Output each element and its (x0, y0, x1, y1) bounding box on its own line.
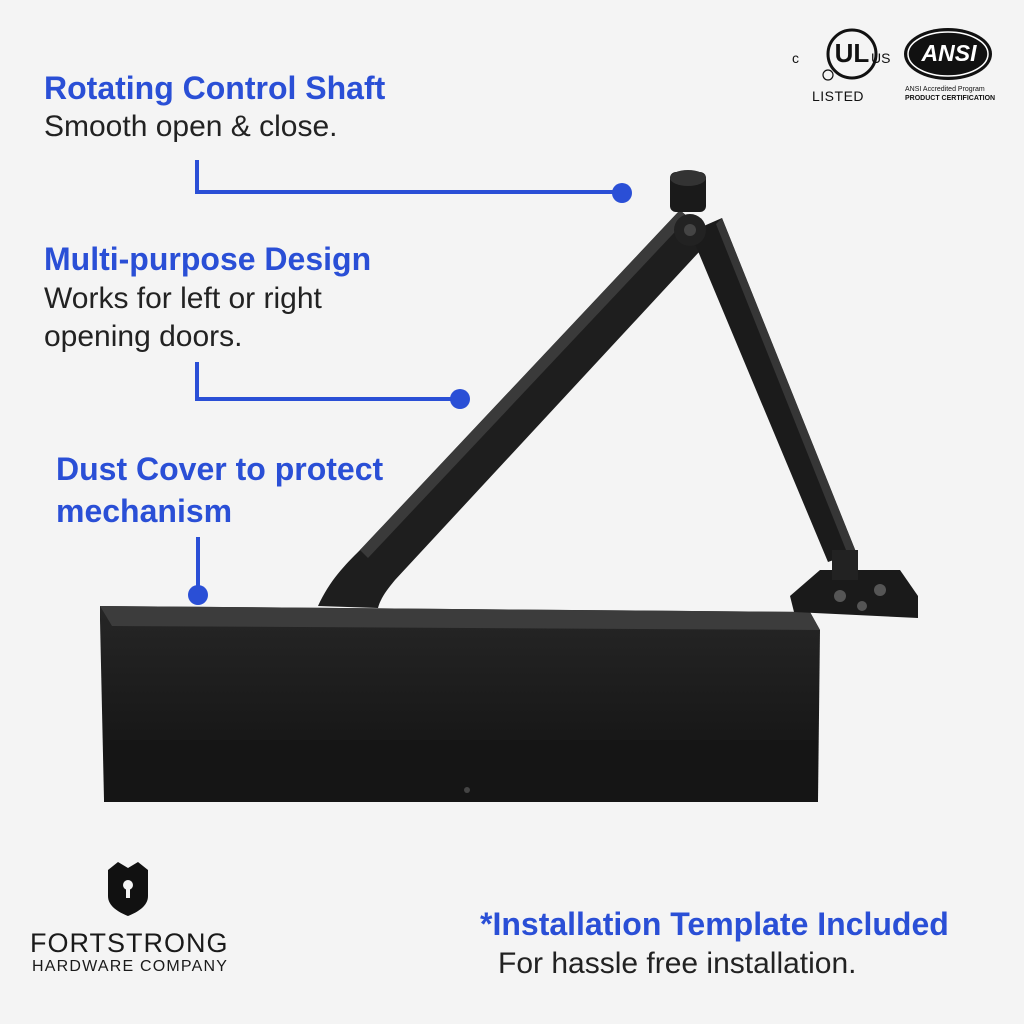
ul-suffix: US (871, 50, 891, 66)
fortstrong-shield-icon (108, 862, 148, 916)
feature-title-cover: Dust Cover to protect mechanism (56, 451, 384, 529)
callout-line-shaft (195, 160, 632, 203)
feature-title-design: Multi-purpose Design (44, 241, 372, 277)
main-arm (318, 210, 712, 608)
callout-line-design (195, 362, 470, 409)
brand-tagline: HARDWARE COMPANY (32, 958, 229, 975)
ul-listed-label: LISTED (812, 88, 865, 104)
installation-title: *Installation Template Included (480, 906, 949, 942)
feature-desc-design: Works for left or right opening doors. (44, 282, 322, 353)
forearm (690, 218, 856, 562)
feature-desc-shaft: Smooth open & close. (44, 110, 338, 143)
ansi-logo-icon (904, 28, 992, 80)
control-shaft (670, 170, 706, 246)
door-closer-body (100, 606, 820, 802)
mounting-bracket (790, 550, 918, 618)
ul-prefix: c (792, 50, 799, 66)
installation-desc: For hassle free installation. (498, 947, 857, 980)
ansi-line2: PRODUCT CERTIFICATION (905, 95, 996, 102)
ul-logo-icon (822, 28, 878, 81)
feature-title-shaft: Rotating Control Shaft (44, 70, 386, 106)
ul-mark-text: UL (834, 38, 870, 68)
brand-name: FORTSTRONG (30, 928, 229, 958)
ansi-line1: ANSI Accredited Program (905, 86, 985, 93)
ansi-mark-text: ANSI (921, 40, 977, 66)
callout-line-cover (188, 537, 208, 605)
